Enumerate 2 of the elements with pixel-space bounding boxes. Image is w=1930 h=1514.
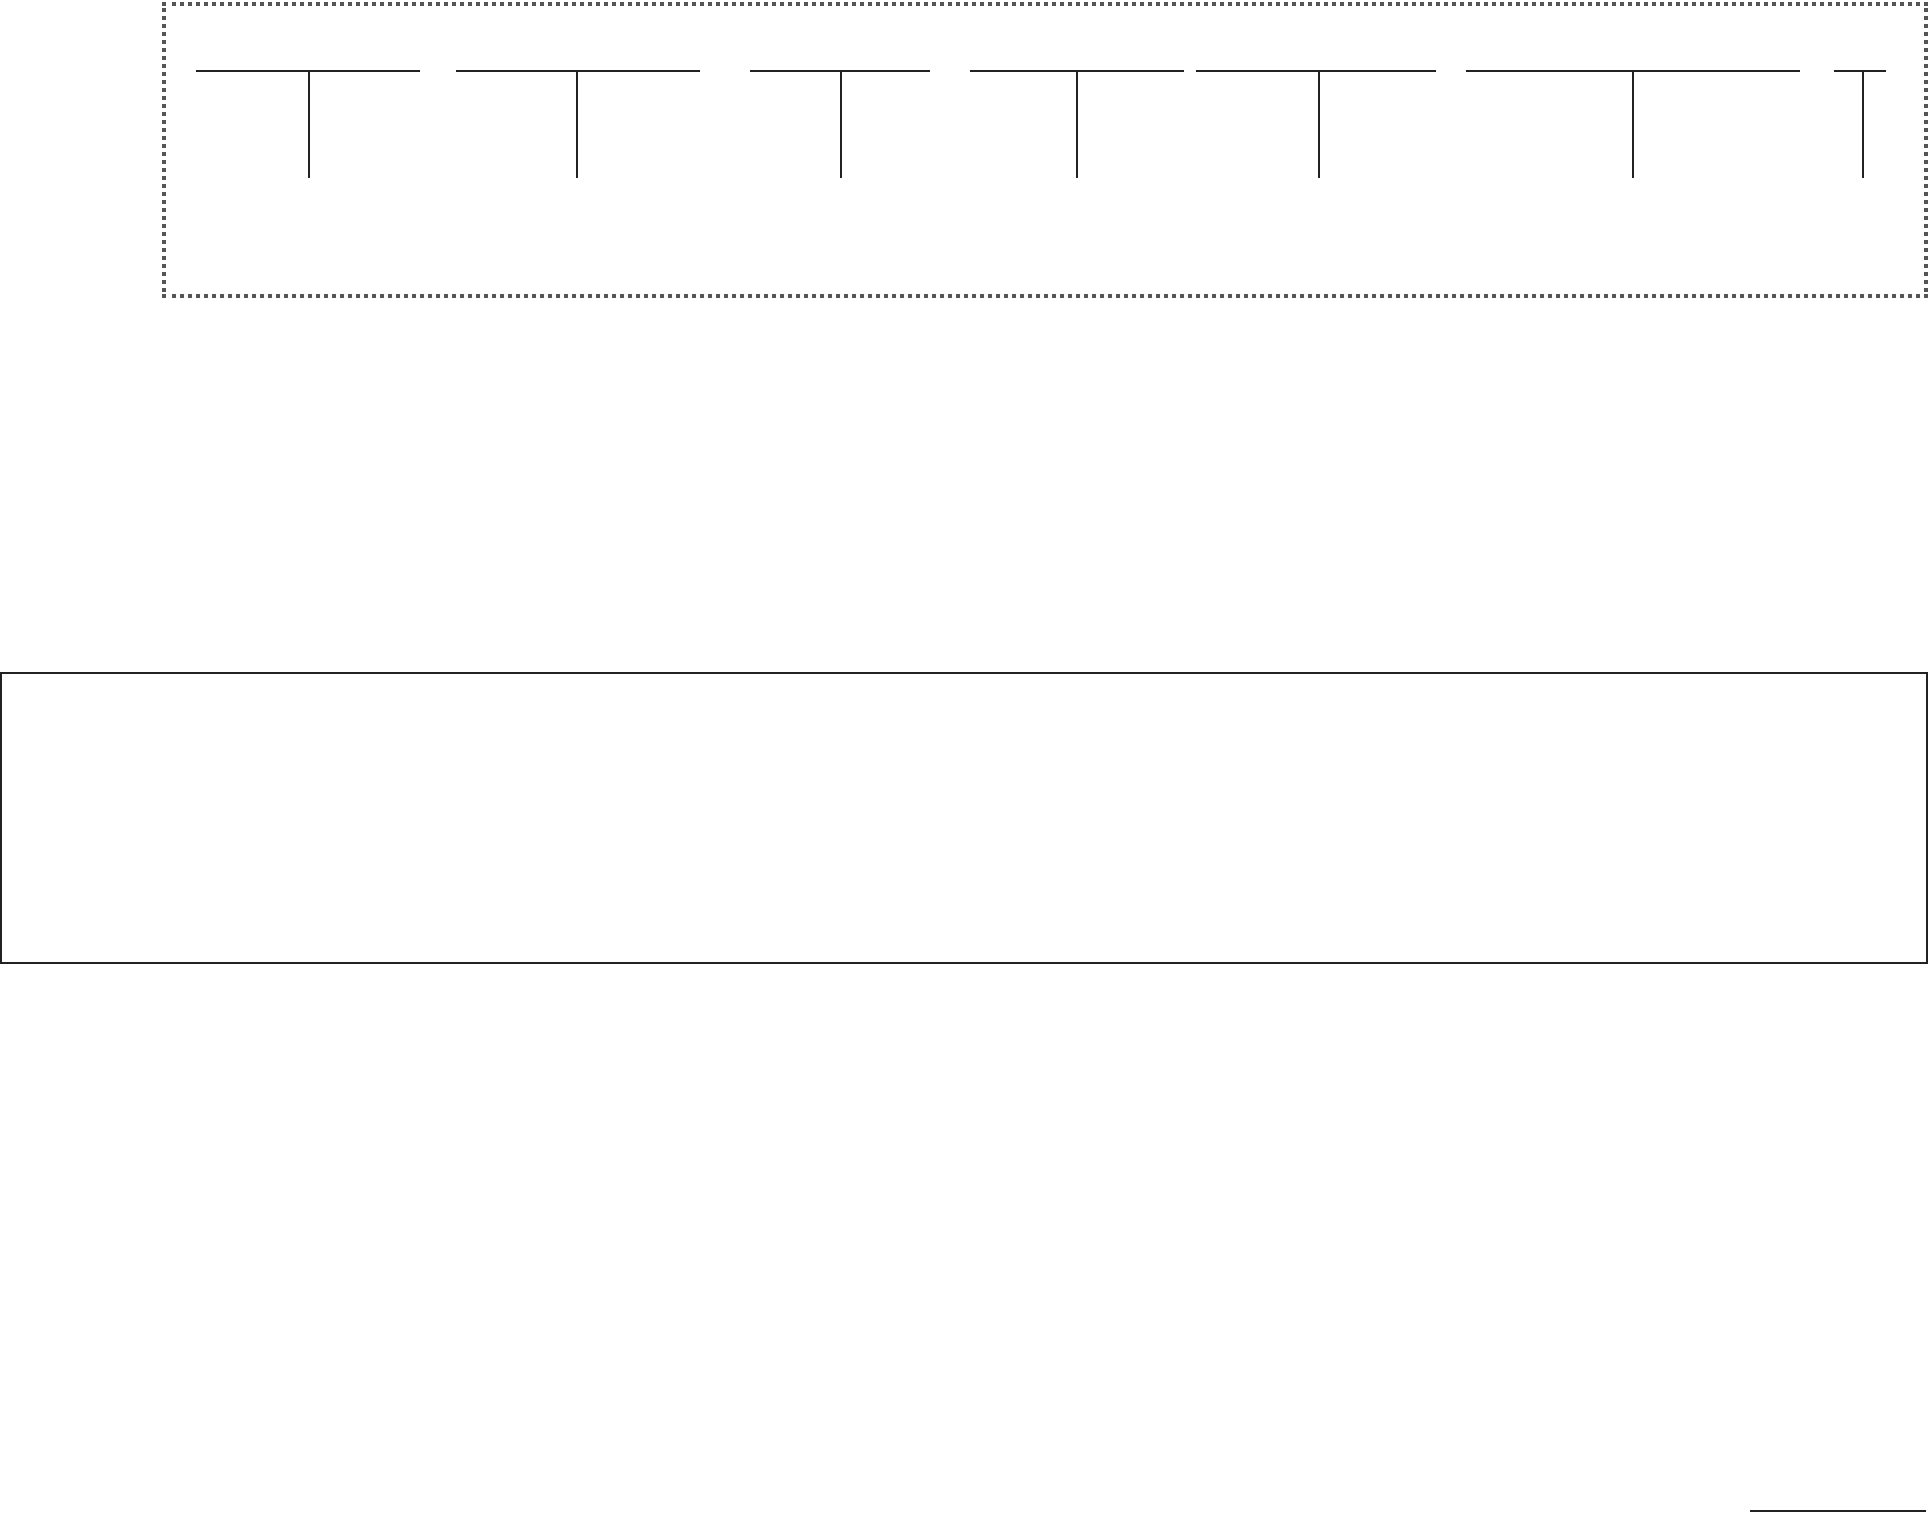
outline-box (162, 2, 1928, 298)
outline-box (0, 672, 1928, 964)
